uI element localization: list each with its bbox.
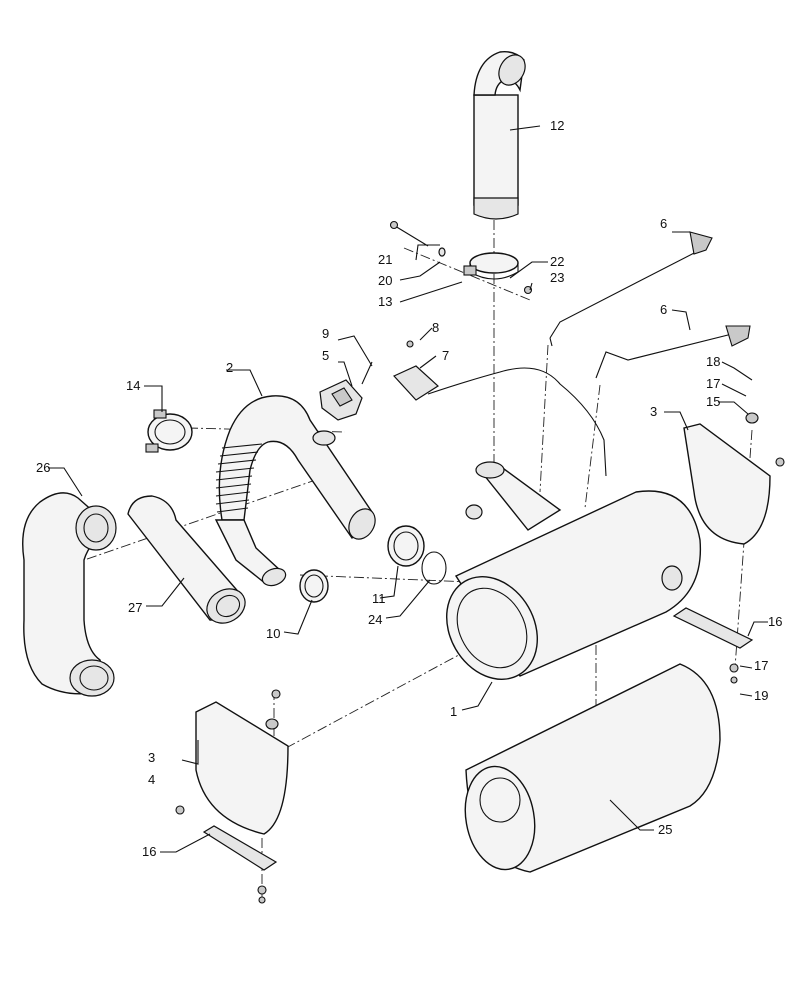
curved-elbow-hose <box>22 492 117 697</box>
control-module <box>392 340 607 477</box>
callout-3b: 3 <box>148 750 155 765</box>
callout-6b: 6 <box>660 302 667 317</box>
callout-6a: 6 <box>660 216 667 231</box>
callout-23: 23 <box>550 270 564 285</box>
callout-18: 18 <box>706 354 720 369</box>
callout-21: 21 <box>378 252 392 267</box>
callout-9: 9 <box>322 326 329 341</box>
callout-24: 24 <box>368 612 382 627</box>
callout-3a: 3 <box>650 404 657 419</box>
hose-corrugations <box>215 443 263 513</box>
muffler <box>446 461 702 680</box>
callout-5: 5 <box>322 348 329 363</box>
callout-4: 4 <box>148 772 155 787</box>
callout-10: 10 <box>266 626 280 641</box>
callout-15: 15 <box>706 394 720 409</box>
bolt-and-washer <box>389 220 533 295</box>
callout-16a: 16 <box>768 614 782 629</box>
heat-shield <box>464 663 721 873</box>
mounting-bracket-left <box>175 689 289 835</box>
callout-25: 25 <box>658 822 672 837</box>
saddle-clamp <box>145 409 193 453</box>
callout-17b: 17 <box>754 658 768 673</box>
callout-2: 2 <box>226 360 233 375</box>
callout-14: 14 <box>126 378 140 393</box>
callout-12: 12 <box>550 118 564 133</box>
callout-17a: 17 <box>706 376 720 391</box>
callout-13: 13 <box>378 294 392 309</box>
callout-8: 8 <box>432 320 439 335</box>
callout-27: 27 <box>128 600 142 615</box>
callout-11: 11 <box>372 591 386 606</box>
callout-1: 1 <box>450 704 457 719</box>
leader-lines <box>48 125 768 853</box>
sensor-cables <box>549 231 751 379</box>
hose-clamps <box>299 525 447 603</box>
callout-7: 7 <box>442 348 449 363</box>
callout-22: 22 <box>550 254 564 269</box>
support-straps <box>202 607 754 904</box>
callout-20: 20 <box>378 273 392 288</box>
sensor-bracket <box>319 361 373 421</box>
callout-16b: 16 <box>142 844 156 859</box>
straight-hose <box>127 495 246 624</box>
mounting-bracket-right <box>683 412 785 545</box>
corrugated-hose <box>214 395 376 587</box>
exhaust-stack <box>473 50 526 220</box>
callout-labels: 12 21 20 13 22 23 6 6 8 7 9 5 14 2 26 27… <box>36 118 782 859</box>
callout-19: 19 <box>754 688 768 703</box>
callout-26: 26 <box>36 460 50 475</box>
band-clamp <box>463 252 519 280</box>
